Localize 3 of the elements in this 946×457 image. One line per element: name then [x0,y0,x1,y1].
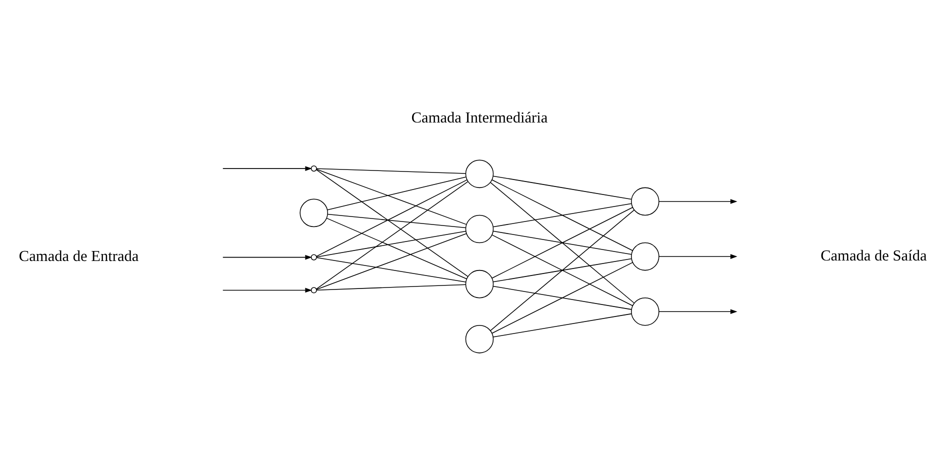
label: Camada Intermediária [411,109,548,126]
label: Camada de Entrada [18,248,139,265]
label: Camada de Saída [820,246,927,264]
